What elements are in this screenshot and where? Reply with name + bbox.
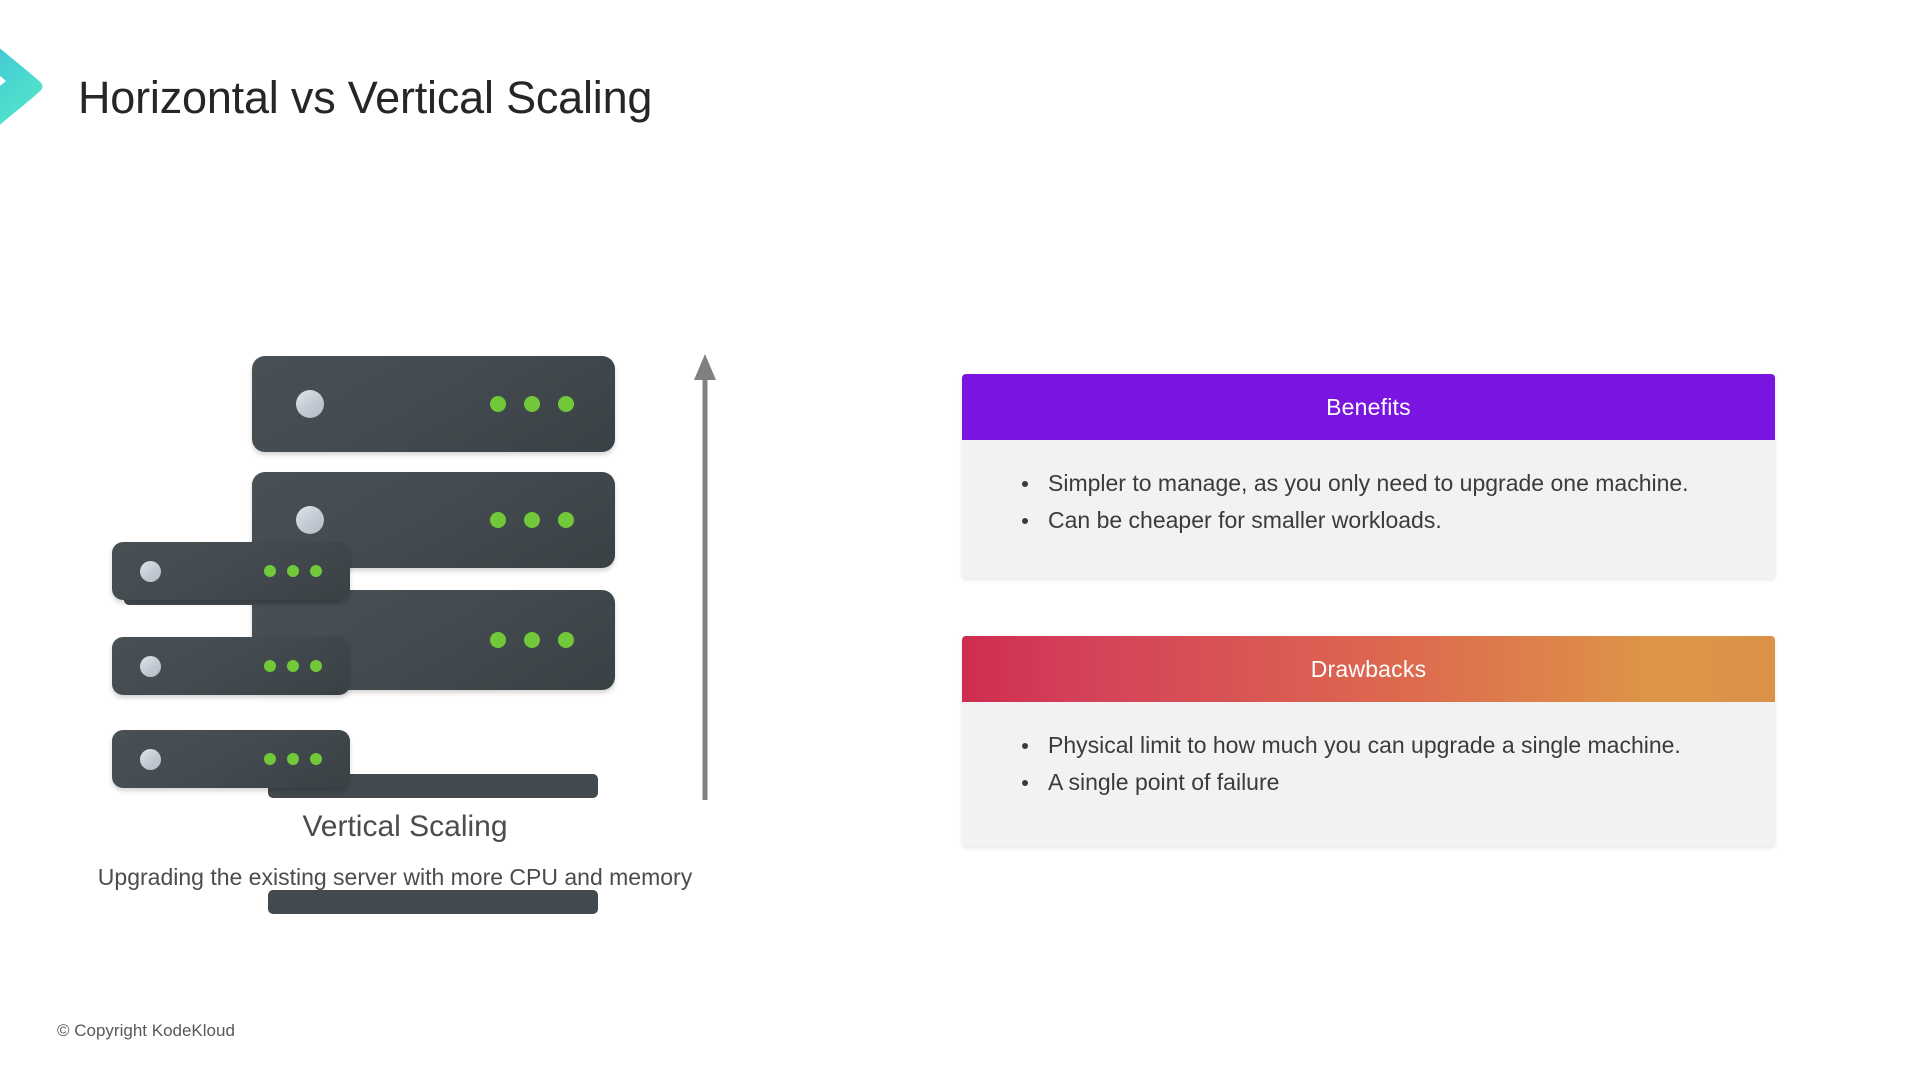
server-led-icon (490, 512, 506, 528)
server-led-icon (490, 396, 506, 412)
list-item: Physical limit to how much you can upgra… (1020, 728, 1745, 763)
server-power-knob-icon (140, 656, 161, 677)
server-power-knob-icon (296, 390, 324, 418)
kodekloud-chevron-logo-icon (0, 8, 60, 156)
server-led-icon (287, 565, 299, 577)
illustration-caption: Vertical Scaling (302, 810, 508, 843)
drawbacks-card-header: Drawbacks (962, 636, 1775, 702)
drawbacks-card: Drawbacks Physical limit to how much you… (962, 636, 1775, 846)
server-led-icon (310, 753, 322, 765)
benefits-bullet-list: Simpler to manage, as you only need to u… (1020, 466, 1745, 538)
server-led-icon (264, 753, 276, 765)
server-led-icon (310, 565, 322, 577)
vertical-scaling-illustration (0, 330, 800, 914)
server-led-icon (264, 660, 276, 672)
server-led-icon (264, 565, 276, 577)
server-connector-bar (268, 890, 598, 914)
server-power-knob-icon (140, 561, 161, 582)
server-led-icon (310, 660, 322, 672)
benefits-card-header: Benefits (962, 374, 1775, 440)
server-led-icon (287, 660, 299, 672)
illustration-subcaption: Upgrading the existing server with more … (97, 864, 693, 890)
footer-copyright: © Copyright KodeKloud (57, 1021, 235, 1040)
page-title: Horizontal vs Vertical Scaling (78, 72, 653, 123)
server-led-icon (558, 512, 574, 528)
server-led-icon (287, 753, 299, 765)
list-item: Can be cheaper for smaller workloads. (1020, 503, 1745, 538)
list-item: A single point of failure (1020, 765, 1745, 800)
server-power-knob-icon (296, 506, 324, 534)
benefits-card-body: Simpler to manage, as you only need to u… (962, 440, 1775, 578)
up-arrow-icon (688, 352, 722, 814)
server-led-icon (558, 396, 574, 412)
benefits-card: Benefits Simpler to manage, as you only … (962, 374, 1775, 578)
server-led-icon (490, 632, 506, 648)
server-led-icon (558, 632, 574, 648)
drawbacks-bullet-list: Physical limit to how much you can upgra… (1020, 728, 1745, 800)
server-led-icon (524, 632, 540, 648)
server-led-icon (524, 512, 540, 528)
server-power-knob-icon (140, 749, 161, 770)
server-led-icon (524, 396, 540, 412)
server-unit-small (112, 542, 350, 600)
drawbacks-card-body: Physical limit to how much you can upgra… (962, 702, 1775, 846)
list-item: Simpler to manage, as you only need to u… (1020, 466, 1745, 501)
server-unit-small (112, 637, 350, 695)
server-unit-small (112, 730, 350, 788)
server-unit-large (252, 356, 615, 452)
